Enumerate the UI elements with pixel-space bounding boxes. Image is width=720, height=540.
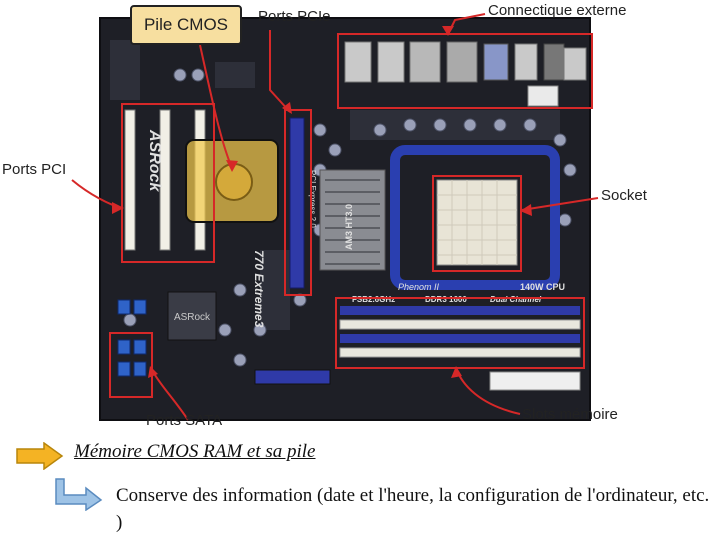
caption-description: Conserve des information (date et l'heur… [116, 485, 710, 533]
pcie-slot [289, 117, 305, 289]
blue-bent-arrow-icon [55, 478, 103, 511]
motherboard-diagram: ASRock ASRock 770 Extreme3 PCI Express 2… [71, 13, 599, 421]
label-connectique-externe: Connectique externe [488, 2, 627, 19]
board-model-text: 770 Extreme3 [252, 250, 266, 328]
label-pile-cmos: Pile CMOS [130, 5, 242, 45]
ddr-text: DDR3 1600 [425, 295, 467, 304]
label-ports-sata: Ports SATA [146, 412, 223, 429]
orange-right-arrow-icon [16, 442, 64, 470]
external-connectors [344, 41, 587, 107]
phenom-text: Phenom II [398, 282, 440, 292]
board-brand-text: ASRock [146, 129, 163, 192]
dual-channel-text: Dual Channel [490, 295, 542, 304]
chip-brand-text: ASRock [174, 312, 211, 323]
watt-text: 140W CPU [520, 282, 565, 292]
cmos-battery [215, 163, 253, 201]
label-ports-pcie: Ports PCIe [258, 8, 331, 25]
pcie-silk-text: PCI Express 2.0 [308, 170, 317, 228]
cpu-support-text: AM3 HT3.0 [344, 204, 354, 250]
atx-power-connector [489, 371, 581, 391]
label-ports-pci: Ports PCI [2, 161, 67, 178]
ide-connector [254, 369, 331, 385]
label-socket: Socket [601, 187, 647, 204]
label-slots-memoire: Slots mémoire [522, 406, 618, 423]
leader-arrowheads [112, 26, 532, 378]
southbridge-chip [167, 291, 217, 341]
fsb-text: FSB2.6GHz [352, 295, 395, 304]
caption-heading: Mémoire CMOS RAM et sa pile [74, 441, 316, 462]
sata-ports [117, 299, 147, 377]
ram-slots [339, 306, 581, 358]
cpu-socket [390, 145, 560, 290]
label-boxes [109, 33, 593, 398]
chipset-heatsink [319, 169, 386, 271]
